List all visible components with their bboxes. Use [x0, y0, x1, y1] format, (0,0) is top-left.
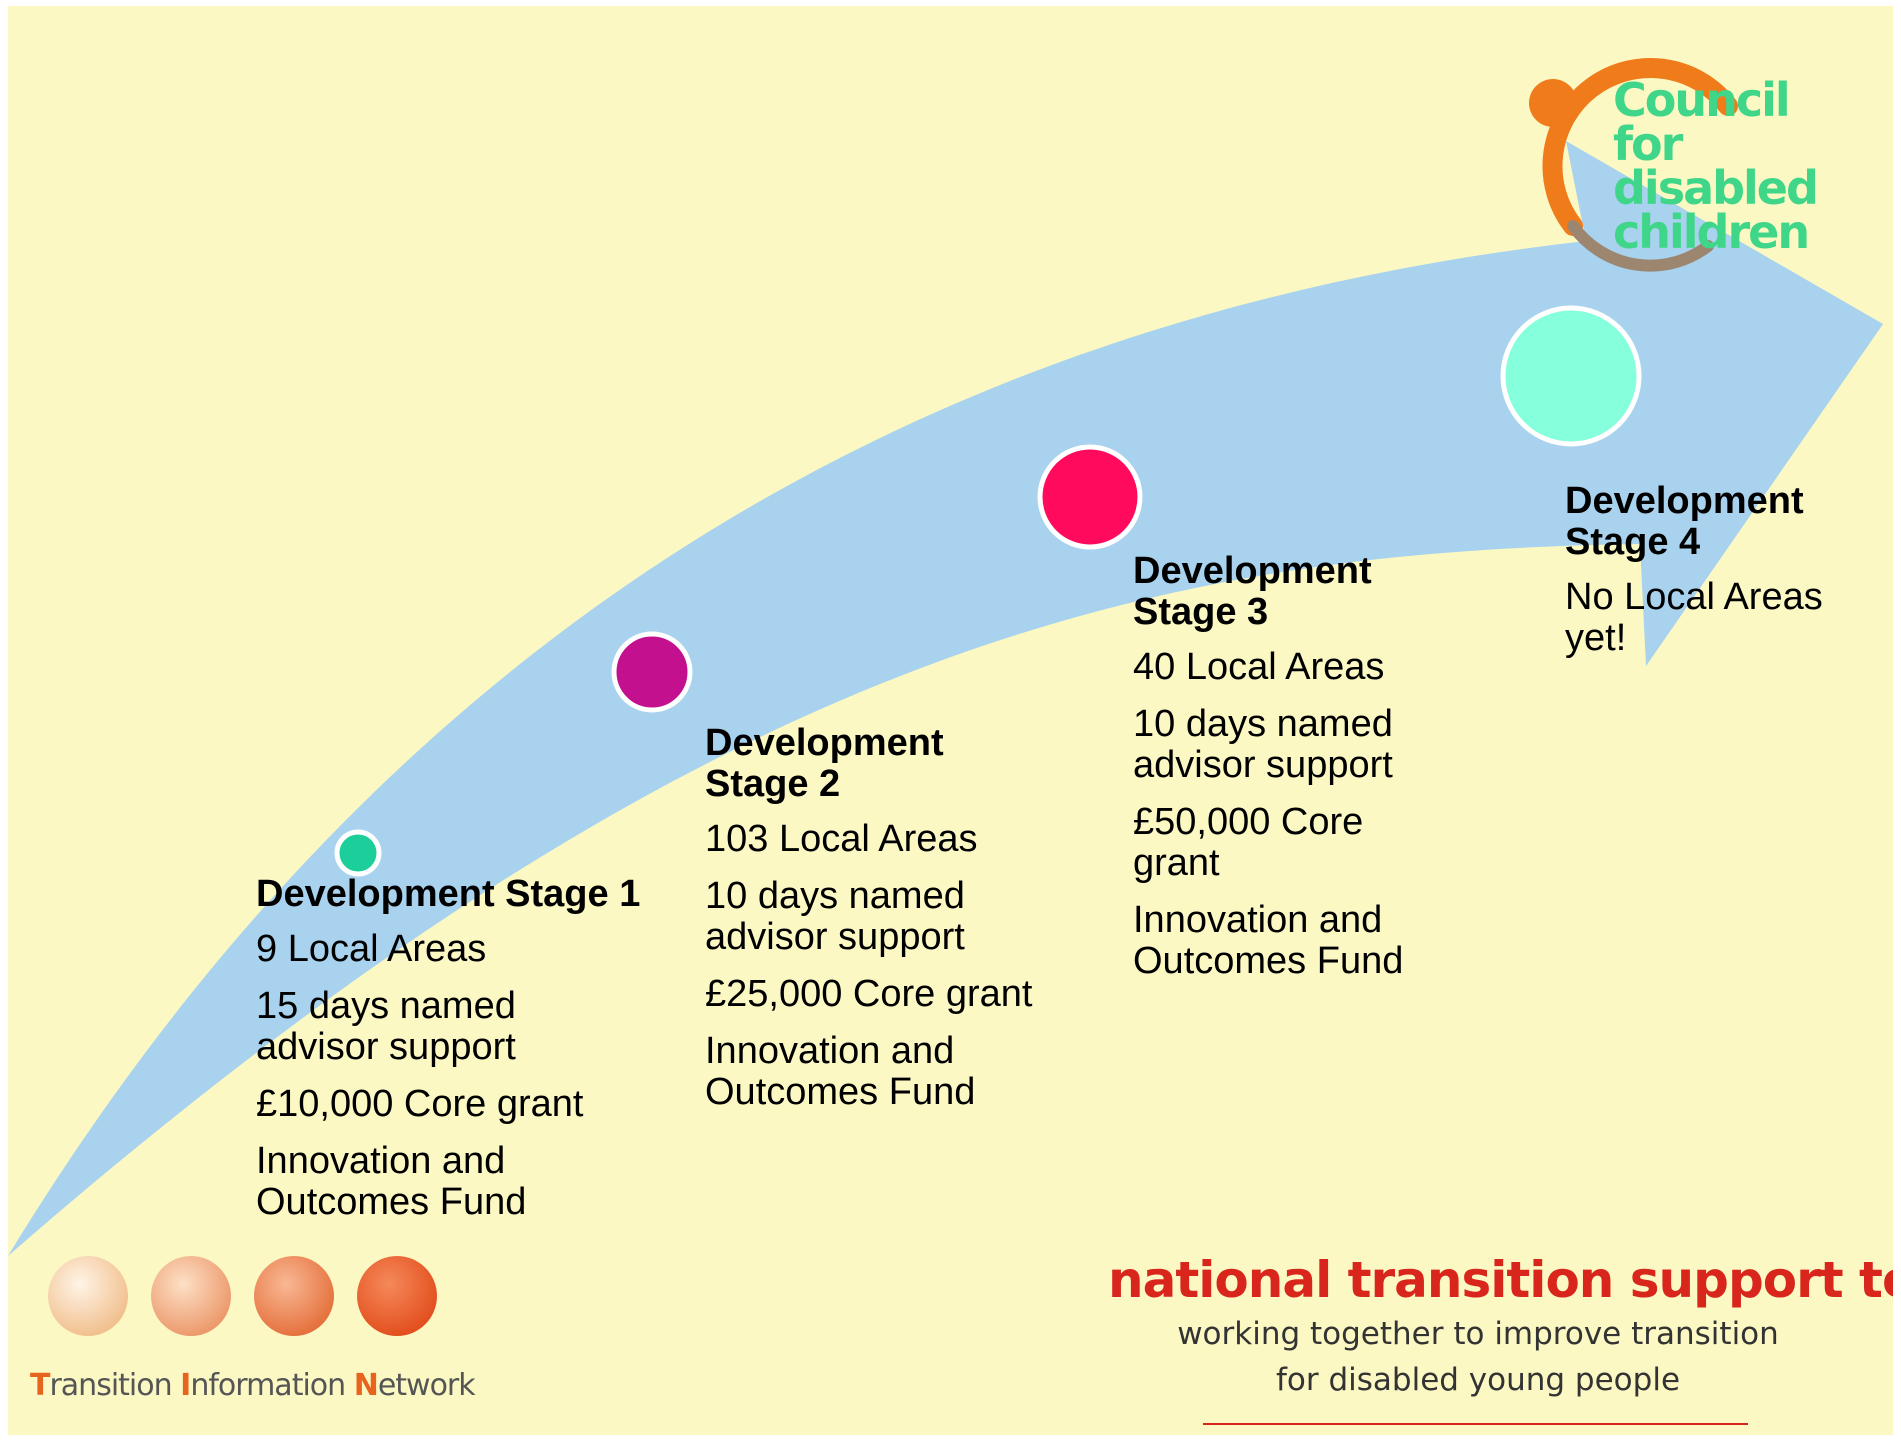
tin-text-ransition: ransition: [49, 1368, 181, 1403]
stage-3-title: Development Stage 3: [1133, 550, 1372, 633]
tin-ball-3: [254, 1256, 334, 1336]
stage-2-line-3: £25,000 Core grant: [705, 973, 1033, 1015]
stage-3-dot: [1037, 444, 1143, 550]
tin-ball-4: [357, 1256, 437, 1336]
ntst-logo-rule: [1203, 1423, 1748, 1425]
stage-1-line-2: 15 days named advisor support: [256, 985, 516, 1068]
cdc-text-line-2: for disabled: [1613, 117, 1819, 215]
stage-2-block: Development Stage 2 103 Local Areas 10 d…: [705, 723, 1065, 1129]
stage-3-line-1: 40 Local Areas: [1133, 646, 1385, 688]
stage-3-line-3: £50,000 Core grant: [1133, 801, 1364, 884]
progress-arrow: [8, 141, 1883, 1256]
tin-logo-text: Transition Information Network: [30, 1368, 476, 1403]
ntst-logo-subtitle-2: for disabled young people: [1275, 1362, 1681, 1398]
stage-1-line-1: 9 Local Areas: [256, 928, 487, 970]
stage-1-line-4: Innovation and Outcomes Fund: [256, 1140, 527, 1223]
tin-text-t: T: [30, 1368, 50, 1403]
stage-2-dot: [611, 631, 693, 713]
stage-4-title: Development Stage 4: [1565, 480, 1804, 563]
cdc-text-line-1: Council: [1613, 73, 1791, 127]
stage-3-block: Development Stage 3 40 Local Areas 10 da…: [1133, 551, 1433, 998]
cdc-text-line-3: children: [1613, 205, 1810, 259]
stage-2-line-2: 10 days named advisor support: [705, 875, 965, 958]
slide: Council for disabled children Developmen…: [8, 6, 1893, 1435]
stage-2-title: Development Stage 2: [705, 722, 944, 805]
ntst-logo-title: national transition support team: [1108, 1251, 1893, 1309]
stage-3-line-2: 10 days named advisor support: [1133, 703, 1393, 786]
tin-text-nformation: nformation: [190, 1368, 354, 1403]
tin-ball-1: [48, 1256, 128, 1336]
cdc-logo-text: Council for disabled children: [1613, 73, 1893, 259]
tin-text-i: I: [180, 1368, 191, 1403]
progress-arrow-graphic: [8, 57, 1883, 1336]
tin-ball-2: [151, 1256, 231, 1336]
cdc-logo-ring: [1529, 57, 1738, 272]
stage-3-line-4: Innovation and Outcomes Fund: [1133, 899, 1404, 982]
stage-1-line-3: £10,000 Core grant: [256, 1083, 584, 1125]
stage-4-line-1: No Local Areas yet!: [1565, 576, 1823, 659]
stage-4-block: Development Stage 4 No Local Areas yet!: [1565, 481, 1865, 675]
tin-text-etwork: etwork: [377, 1368, 476, 1403]
stage-1-block: Development Stage 1 9 Local Areas 15 day…: [256, 874, 656, 1239]
tin-text-n: N: [353, 1368, 379, 1403]
stage-2-line-1: 103 Local Areas: [705, 818, 978, 860]
stage-4-dot: [1500, 305, 1642, 447]
stage-1-dot: [334, 829, 382, 877]
stage-2-line-4: Innovation and Outcomes Fund: [705, 1030, 976, 1113]
stage-1-title: Development Stage 1: [256, 873, 641, 915]
tin-logo-balls: [48, 1256, 437, 1336]
ntst-logo-subtitle-1: working together to improve transition: [1177, 1316, 1779, 1352]
